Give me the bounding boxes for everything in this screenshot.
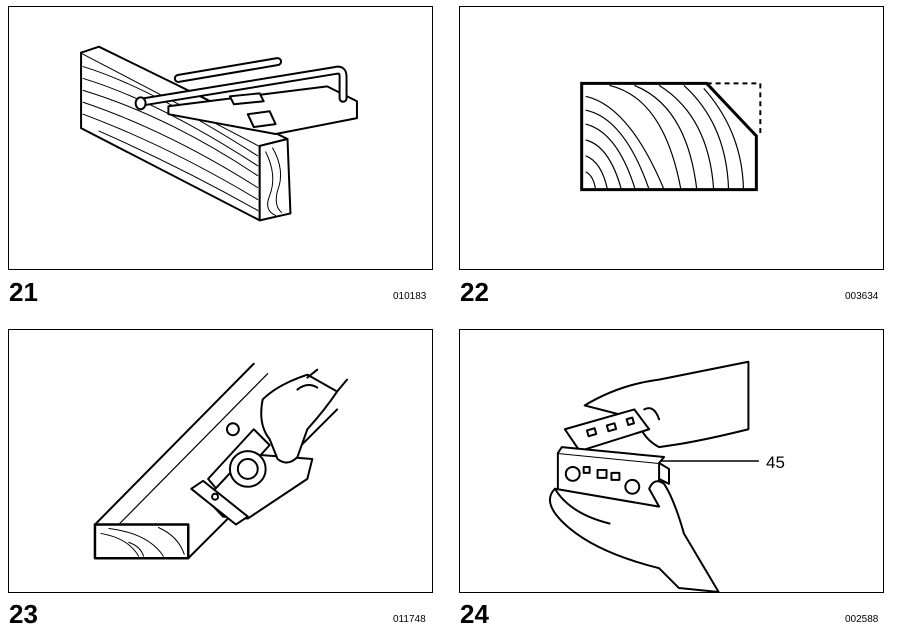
figure-21-number: 21 bbox=[9, 277, 38, 307]
figure-23-number: 23 bbox=[9, 599, 38, 629]
figure-21-panel bbox=[8, 6, 433, 270]
figure-22-number: 22 bbox=[460, 277, 489, 307]
figure-24-panel: 45 bbox=[459, 329, 884, 593]
figure-21-code: 010183 bbox=[393, 291, 427, 302]
figure-23-illustration bbox=[93, 362, 349, 560]
figure-21-illustration bbox=[80, 45, 358, 222]
figure-24-callout-45: 45 bbox=[766, 453, 785, 472]
figure-24-code: 002588 bbox=[845, 614, 879, 625]
figure-22-panel bbox=[459, 6, 884, 270]
figure-22-code: 003634 bbox=[845, 291, 879, 302]
figure-23-code: 011748 bbox=[393, 614, 426, 625]
figure-22-illustration bbox=[580, 81, 762, 192]
figure-24-number: 24 bbox=[460, 599, 489, 629]
figure-24-illustration bbox=[549, 360, 760, 592]
figure-23-panel bbox=[8, 329, 433, 593]
